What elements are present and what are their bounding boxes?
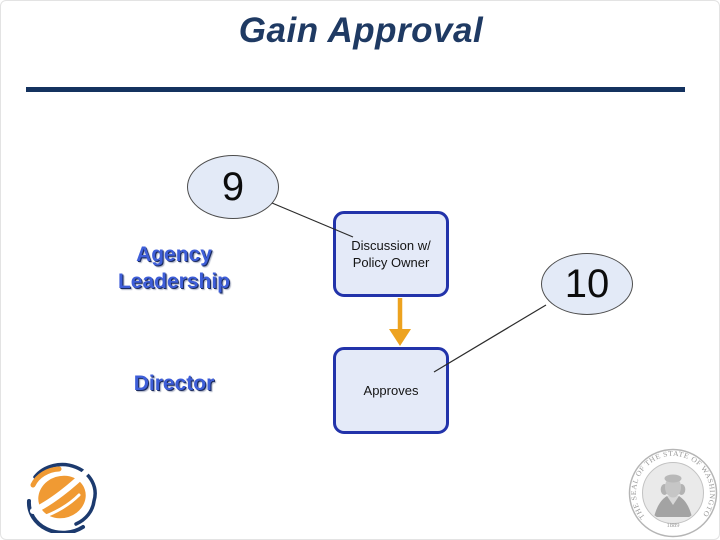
title-underline <box>26 87 685 92</box>
step-10-marker: 10 <box>541 253 633 315</box>
logo-swirl-icon <box>26 462 97 533</box>
washington-state-seal: THE SEAL OF THE STATE OF WASHINGTON 1889 <box>627 447 718 538</box>
seal-year: 1889 <box>667 522 680 529</box>
discussion-box: Discussion w/ Policy Owner <box>333 211 449 297</box>
washington-bust <box>654 474 692 517</box>
role-label-director: Director <box>133 372 215 395</box>
connector-line-step10 <box>433 304 547 373</box>
page-title: Gain Approval <box>238 11 484 50</box>
discussion-box-line2: Policy Owner <box>352 255 430 270</box>
approves-box-label: Approves <box>363 383 419 398</box>
company-logo <box>26 462 97 533</box>
step-9-number: 9 <box>221 164 245 209</box>
role-label-agency-leadership: Agency Leadership <box>117 243 231 293</box>
step-9-marker: 9 <box>187 155 279 219</box>
approves-box: Approves <box>333 347 449 434</box>
discussion-box-line1: Discussion w/ <box>351 238 431 253</box>
down-arrow <box>389 298 411 346</box>
step-10-number: 10 <box>564 261 610 306</box>
